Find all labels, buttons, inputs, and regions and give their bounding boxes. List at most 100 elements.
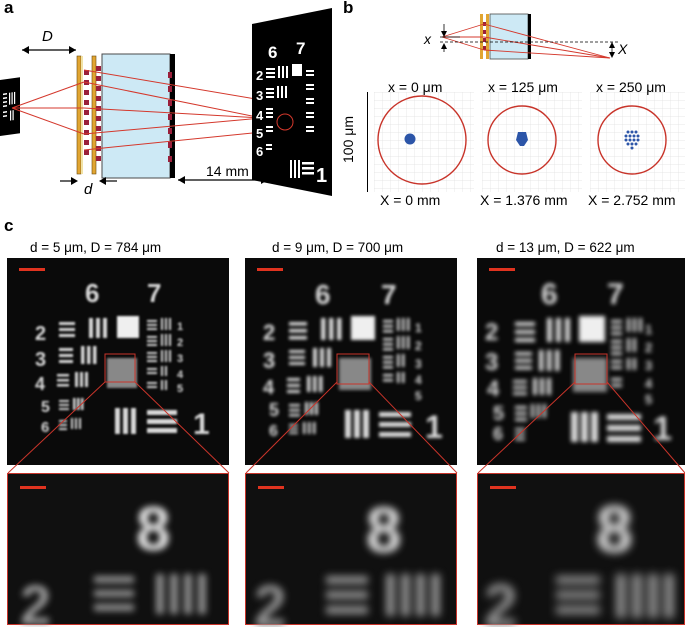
zoom-svg-1: 8 2: [20, 486, 206, 627]
img1-el-2: 2: [35, 323, 46, 345]
zoom-region-3: [574, 353, 608, 385]
panel-b-letter: b: [343, 0, 354, 17]
light-rays: [11, 69, 263, 151]
spot-2-bottom-label: X = 1.376 mm: [480, 192, 568, 208]
img1-r-3: 3: [177, 353, 183, 365]
img2-el-5: 5: [269, 400, 279, 420]
target-group-6: 6: [268, 43, 277, 62]
img3-el-2: 2: [485, 319, 498, 346]
img3-r-5: 5: [645, 392, 652, 407]
spot-1-grid: [374, 92, 474, 192]
img2-r-2: 2: [415, 339, 422, 353]
big-x-label: X: [618, 41, 628, 57]
img2-big-1: 1: [425, 409, 443, 445]
zoom2-digit-8: 8: [366, 494, 402, 566]
panel-a-letter: a: [4, 0, 14, 17]
spot-2-grid: [482, 92, 582, 192]
img3-el-6: 6: [493, 424, 503, 444]
img3-r-1: 1: [645, 322, 652, 337]
pitch-arrow-head-left: [71, 177, 78, 185]
zoom-scale-bar-1: [20, 486, 46, 489]
img1-r-1: 1: [177, 321, 183, 333]
distance-label: D: [42, 28, 53, 45]
sensor-pixels: [168, 72, 172, 162]
img1-el-3: 3: [35, 349, 46, 371]
img2-el-2: 2: [263, 320, 275, 345]
zoom-svg-2: 8 2: [254, 486, 440, 627]
img3-r-3: 3: [645, 358, 652, 373]
img1-group-7: 7: [147, 278, 161, 308]
zoom-region-2: [336, 353, 370, 385]
zoom-scale-bar-2: [258, 486, 284, 489]
img3-group-7: 7: [607, 278, 624, 311]
target-element-5: 6: [256, 144, 263, 159]
sensor-plane: [170, 54, 175, 178]
caption-3: d = 13 μm, D = 622 μm: [496, 240, 635, 255]
zoom3-digit-2: 2: [484, 572, 517, 627]
scale-bar-1: [19, 268, 45, 271]
img1-el-5: 5: [41, 399, 50, 416]
spot-3-grid: [590, 92, 685, 192]
spot-2-top-label: x = 125 μm: [488, 79, 558, 95]
small-x-label: x: [424, 31, 431, 47]
img3-el-3: 3: [485, 349, 498, 376]
img3-big-1: 1: [653, 410, 672, 448]
img3-r-4: 4: [645, 376, 653, 391]
target-group-7: 7: [296, 39, 305, 58]
panel-a-diagram: 6 7 2 3 4 5 6 1: [0, 0, 340, 205]
zoom-panel-1: 8 2: [7, 473, 229, 627]
pitch-arrow-head-right: [99, 177, 106, 185]
img2-r-4: 4: [415, 373, 422, 387]
spot-diagram-3: x = 250 μm X = 2.752 mm: [588, 79, 685, 208]
caption-2: d = 9 μm, D = 700 μm: [272, 240, 404, 255]
off-axis-diagram: [440, 13, 618, 60]
spot-diagram-1: x = 0 μm X = 0 mm: [374, 79, 474, 208]
optical-setup-diagram: 6 7 2 3 4 5 6 1: [0, 8, 332, 196]
zoom-region-1: [104, 353, 136, 383]
zoom1-digit-2: 2: [20, 573, 51, 627]
img1-big-1: 1: [193, 408, 210, 441]
img2-r-3: 3: [415, 357, 422, 371]
target-element-1: 2: [256, 68, 263, 83]
zoom-svg-3: 8 2: [484, 486, 674, 627]
scale-bar-3: [489, 268, 515, 271]
spacing-arrow-head-left: [178, 176, 185, 184]
arrow-head-right: [69, 46, 76, 54]
img1-group-6: 6: [85, 278, 99, 308]
img3-r-2: 2: [645, 340, 652, 355]
img1-r-4: 4: [177, 369, 184, 381]
img1-r-2: 2: [177, 337, 183, 349]
img1-el-4: 4: [35, 374, 45, 394]
spot-1-top-label: x = 0 μm: [388, 79, 443, 95]
spot-1-bottom-label: X = 0 mm: [380, 192, 441, 208]
arrow-head-left: [22, 46, 29, 54]
zoom-panel-2: 8 2: [245, 473, 457, 627]
img2-el-4: 4: [263, 377, 275, 399]
target-element-4: 5: [256, 126, 263, 141]
pitch-label: d: [84, 181, 93, 198]
aperture-stack: [76, 55, 101, 175]
zoom2-digit-2: 2: [254, 574, 286, 627]
img2-el-3: 3: [263, 348, 275, 373]
caption-1: d = 5 μm, D = 784 μm: [30, 240, 162, 255]
zoom-scale-bar-3: [490, 486, 516, 489]
usaf-pattern-3: 6 7 2 3 4 5 6 1 1: [477, 258, 685, 465]
img3-el-5: 5: [493, 403, 504, 425]
spot-diagram-2: x = 125 μm X = 1.376 mm: [480, 79, 582, 208]
usaf-svg-3: 6 7 2 3 4 5 6 1 1: [485, 268, 672, 448]
img2-r-1: 1: [415, 321, 422, 335]
img1-r-5: 5: [177, 383, 183, 395]
scale-bar-2: [257, 268, 283, 271]
panel-c-letter: c: [4, 216, 14, 235]
scale-bar: [367, 92, 368, 192]
img1-el-6: 6: [41, 419, 49, 436]
img2-r-5: 5: [415, 389, 422, 403]
target-element-2: 3: [256, 88, 263, 103]
img3-el-4: 4: [487, 376, 500, 401]
spot-3-bottom-label: X = 2.752 mm: [588, 192, 676, 208]
spot-3-top-label: x = 250 μm: [596, 79, 666, 95]
usaf-pattern-1: 6 7 2 3 4 5 6 1: [7, 258, 229, 465]
object-target: [0, 77, 20, 136]
img2-el-6: 6: [269, 423, 278, 440]
